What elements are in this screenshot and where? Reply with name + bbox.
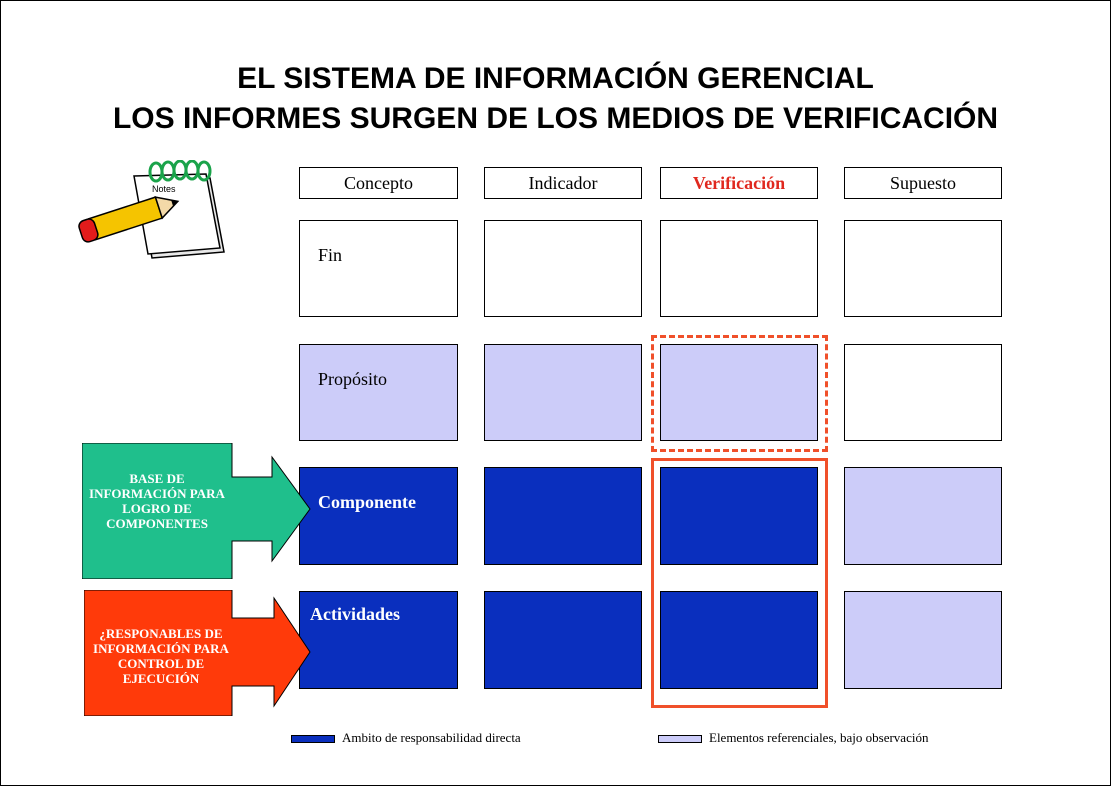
- row-label-fin: Fin: [318, 245, 343, 265]
- cell-actividades-verificacion: [660, 591, 818, 689]
- verification-solid-highlight: [651, 458, 828, 708]
- row-label-proposito: Propósito: [318, 369, 388, 389]
- header-verificacion: Verificación: [660, 167, 818, 199]
- cell-componente-concepto: Componente: [299, 467, 458, 565]
- cell-fin-concepto: Fin: [299, 220, 458, 317]
- cell-fin-verificacion: [660, 220, 818, 317]
- cell-actividades-indicador: [484, 591, 642, 689]
- green-callout-arrow: [82, 443, 311, 579]
- legend-dark-swatch: [291, 735, 335, 743]
- cell-componente-verificacion: [660, 467, 818, 565]
- cell-actividades-supuesto: [844, 591, 1002, 689]
- red-callout-arrow: [84, 590, 311, 716]
- proposito-verification-dashed-highlight: [651, 335, 828, 452]
- red-arrow-text: ¿RESPONABLES DE INFORMACIÓN PARA CONTROL…: [93, 626, 229, 686]
- cell-actividades-concepto: Actividades: [299, 591, 458, 689]
- legend-light-label: Elementos referenciales, bajo observació…: [709, 730, 929, 745]
- notes-pencil-icon: Notes: [78, 160, 225, 259]
- legend-light-swatch: [658, 735, 702, 743]
- green-arrow-text: BASE DE INFORMACIÓN PARA LOGRO DE COMPON…: [89, 471, 225, 531]
- header-indicador: Indicador: [484, 167, 642, 199]
- cell-componente-indicador: [484, 467, 642, 565]
- cell-fin-indicador: [484, 220, 642, 317]
- notes-icon-label: Notes: [152, 184, 176, 194]
- cell-proposito-concepto: Propósito: [299, 344, 458, 441]
- cell-proposito-indicador: [484, 344, 642, 441]
- row-label-componente: Componente: [318, 492, 416, 512]
- cell-fin-supuesto: [844, 220, 1002, 317]
- title-line-2: LOS INFORMES SURGEN DE LOS MEDIOS DE VER…: [112, 102, 999, 135]
- cell-proposito-supuesto: [844, 344, 1002, 441]
- cell-componente-supuesto: [844, 467, 1002, 565]
- header-supuesto: Supuesto: [844, 167, 1002, 199]
- header-concepto: Concepto: [299, 167, 458, 199]
- title-line-1: EL SISTEMA DE INFORMACIÓN GERENCIAL: [237, 62, 874, 95]
- cell-proposito-verificacion: [660, 344, 818, 441]
- row-label-actividades: Actividades: [310, 604, 400, 624]
- legend-dark-label: Ambito de responsabilidad directa: [342, 730, 521, 745]
